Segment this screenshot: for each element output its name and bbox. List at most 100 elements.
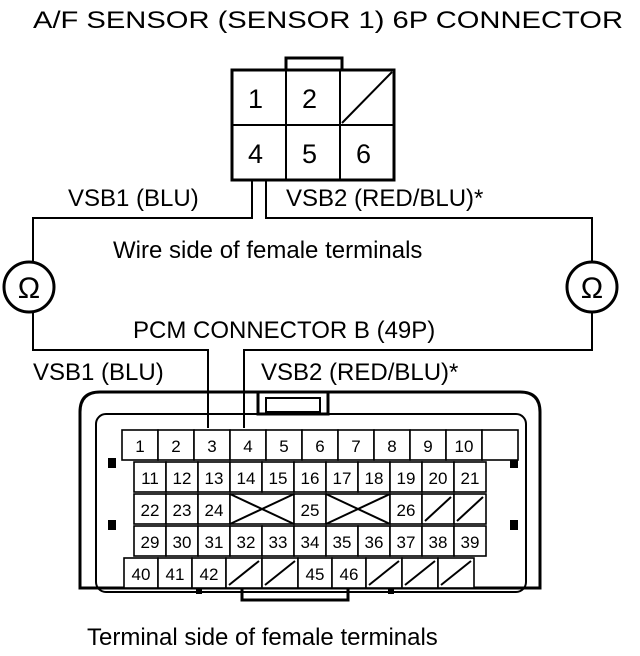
pcm-pin-45 — [297, 557, 333, 589]
pcm-pin-label-10: 10 — [455, 437, 474, 456]
pcm-blank-cell — [481, 429, 519, 461]
pcm-pin-33 — [261, 525, 295, 557]
sensor-pin-1: 1 — [248, 84, 263, 114]
pcm-pin-label-35: 35 — [333, 533, 352, 552]
blocked-cavity-mark — [325, 493, 391, 525]
pcm-pin-2 — [157, 429, 195, 461]
pcm-pin-17 — [325, 461, 359, 493]
unused-pin-mark — [456, 496, 484, 522]
unused-pin-mark — [228, 560, 260, 586]
pcm-pin-label-33: 33 — [269, 533, 288, 552]
pcm-connector-title: PCM CONNECTOR B (49P) — [133, 317, 435, 344]
pcm-pin-label-2: 2 — [171, 437, 180, 456]
pcm-pin-label-12: 12 — [173, 469, 192, 488]
pcm-pin-label-38: 38 — [429, 533, 448, 552]
pcm-pin-label-31: 31 — [205, 533, 224, 552]
pcm-pin-label-19: 19 — [397, 469, 416, 488]
pcm-pin-label-23: 23 — [173, 501, 192, 520]
svg-text:Ω: Ω — [18, 272, 40, 305]
pcm-pin-label-1: 1 — [135, 437, 144, 456]
pcm-pin-4 — [229, 429, 267, 461]
terminal-side-label: Terminal side of female terminals — [87, 624, 438, 651]
pcm-pin-39 — [453, 525, 487, 557]
pcm-pin-label-39: 39 — [461, 533, 480, 552]
pcm-pin-label-24: 24 — [205, 501, 224, 520]
unused-pin-mark — [368, 560, 400, 586]
pcm-pin-label-8: 8 — [387, 437, 396, 456]
sensor-pin-4: 4 — [248, 139, 263, 169]
pcm-pin-label-9: 9 — [423, 437, 432, 456]
pcm-pin-label-4: 4 — [243, 437, 252, 456]
vsb2-bottom-label: VSB2 (RED/BLU)* — [261, 359, 458, 386]
pcm-pin-label-18: 18 — [365, 469, 384, 488]
sensor-pin-6: 6 — [356, 139, 371, 169]
pcm-pin-24 — [197, 493, 231, 525]
blocked-cavity-mark — [229, 493, 295, 525]
pcm-pin-15 — [261, 461, 295, 493]
pcm-pin-34 — [293, 525, 327, 557]
pcm-pin-label-30: 30 — [173, 533, 192, 552]
pcm-pin-label-41: 41 — [166, 565, 185, 584]
unused-pin-mark — [404, 560, 436, 586]
pcm-pin-label-14: 14 — [237, 469, 256, 488]
pcm-pin-25 — [293, 493, 327, 525]
unused-pin-mark — [341, 71, 393, 124]
pcm-pin-label-37: 37 — [397, 533, 416, 552]
pcm-pin-10 — [445, 429, 483, 461]
pcm-pin-label-16: 16 — [301, 469, 320, 488]
pcm-pin-label-6: 6 — [315, 437, 324, 456]
pcm-pin-label-11: 11 — [141, 469, 159, 488]
pcm-pin-label-32: 32 — [237, 533, 256, 552]
unused-pin-mark — [264, 560, 296, 586]
wire-side-label: Wire side of female terminals — [113, 237, 422, 264]
pcm-pin-label-15: 15 — [269, 469, 288, 488]
pcm-pin-38 — [421, 525, 455, 557]
vsb2-top-label: VSB2 (RED/BLU)* — [286, 185, 483, 212]
ohmmeter-right-icon: Ω — [565, 260, 619, 314]
pcm-pin-label-5: 5 — [279, 437, 288, 456]
pcm-pin-40 — [123, 557, 159, 589]
pcm-pin-29 — [133, 525, 167, 557]
pcm-pin-label-45: 45 — [306, 565, 325, 584]
pcm-pin-label-7: 7 — [351, 437, 360, 456]
vsb1-top-label: VSB1 (BLU) — [68, 185, 199, 212]
pcm-pin-12 — [165, 461, 199, 493]
ohmmeter-left-icon: Ω — [2, 260, 56, 314]
pcm-pin-label-40: 40 — [132, 565, 151, 584]
pcm-pin-3 — [193, 429, 231, 461]
pcm-pin-42 — [191, 557, 227, 589]
pcm-pin-label-13: 13 — [205, 469, 224, 488]
sensor-pin-2: 2 — [302, 84, 317, 114]
upper-wires — [32, 180, 593, 261]
pcm-pin-label-3: 3 — [207, 437, 216, 456]
lower-wires — [32, 312, 593, 428]
pcm-pin-32 — [229, 525, 263, 557]
pcm-pin-label-20: 20 — [429, 469, 448, 488]
pcm-pin-label-42: 42 — [200, 565, 219, 584]
vsb1-bottom-label: VSB1 (BLU) — [33, 359, 164, 386]
pcm-pin-1 — [121, 429, 159, 461]
sensor-pin-5: 5 — [302, 139, 317, 169]
pcm-pin-label-17: 17 — [333, 469, 352, 488]
pcm-pin-label-36: 36 — [365, 533, 384, 552]
pcm-pin-5 — [265, 429, 303, 461]
pcm-pin-label-21: 21 — [461, 469, 480, 488]
pcm-pin-label-34: 34 — [301, 533, 320, 552]
pcm-pin-21 — [453, 461, 487, 493]
sensor-connector-title: A/F SENSOR (SENSOR 1) 6P CONNECTOR — [33, 7, 623, 34]
pcm-pin-label-26: 26 — [397, 501, 416, 520]
pcm-pin-9 — [409, 429, 447, 461]
unused-pin-mark — [424, 496, 452, 522]
unused-pin-mark — [440, 560, 472, 586]
pcm-pin-6 — [301, 429, 339, 461]
pcm-pin-22 — [133, 493, 167, 525]
pcm-pin-30 — [165, 525, 199, 557]
pcm-pin-label-22: 22 — [141, 501, 160, 520]
pcm-pin-label-25: 25 — [301, 501, 320, 520]
sensor-connector: 1 2 4 5 6 — [230, 56, 396, 182]
svg-text:Ω: Ω — [581, 272, 603, 305]
pcm-pin-label-46: 46 — [340, 565, 359, 584]
